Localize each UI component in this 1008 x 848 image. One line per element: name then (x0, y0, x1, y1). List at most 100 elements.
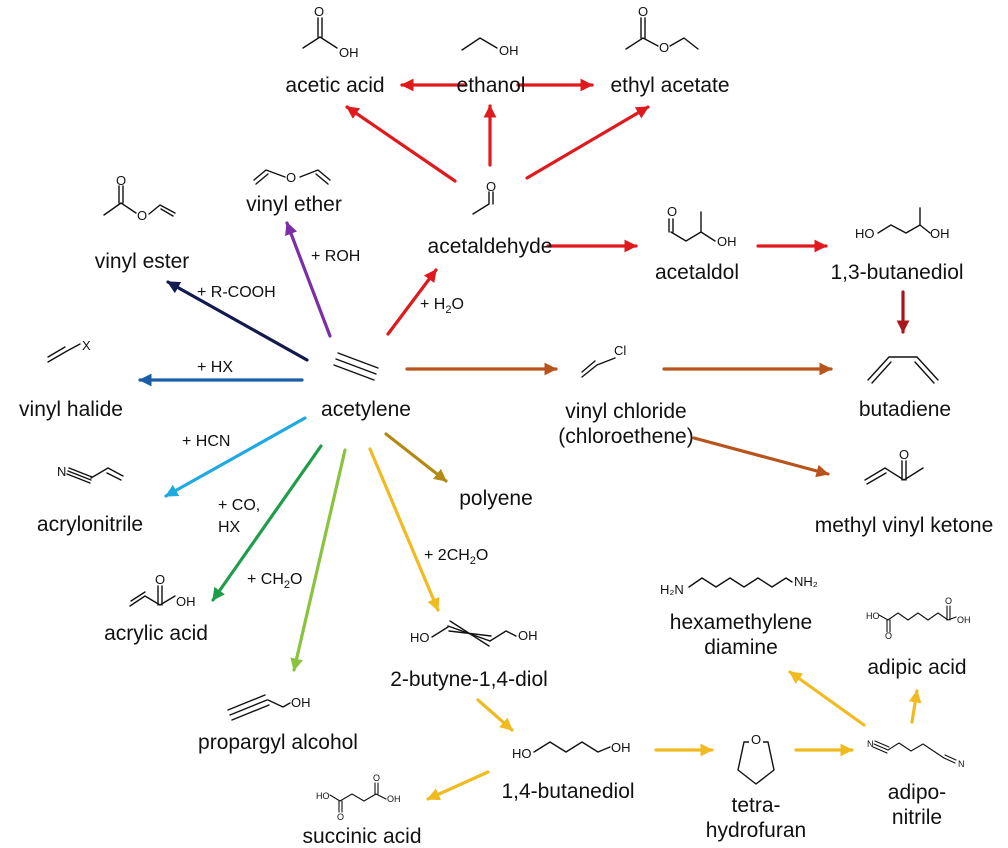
adiponitrile-structure: N N (867, 739, 965, 769)
atom-o: O (751, 732, 761, 747)
arrow-acetylene-to-acetaldehyde (386, 268, 438, 336)
arrow-acetaldehyde-to-ethyl-acetate (525, 105, 650, 180)
reagent-rcooh: + R-COOH (197, 284, 276, 301)
arrow-vinyl-chloride-to-methyl-vinyl-ketone (692, 436, 830, 478)
label-vinyl-halide: vinyl halide (19, 398, 123, 421)
atom-x: X (82, 338, 91, 353)
atom-ho: HO (866, 611, 880, 621)
atom-o: O (373, 773, 380, 783)
label-acetaldehyde: acetaldehyde (428, 235, 553, 258)
label-hydrofuran: hydrofuran (706, 819, 806, 842)
butanediol-14-structure: HO OH (512, 740, 631, 761)
arrow-acetylene-to-acrylonitrile (164, 416, 307, 498)
label-tetra: tetra- (731, 794, 780, 817)
acrylic-acid-structure: O OH (129, 572, 196, 609)
atom-o: O (667, 204, 677, 219)
atom-o: O (116, 173, 126, 188)
reagent-co-hx: HX (218, 519, 241, 536)
atom-nh2: NH₂ (794, 574, 818, 589)
atom-ho: HO (512, 746, 532, 761)
reagent-2ch2o: + 2CH2O (424, 547, 488, 567)
propargyl-alcohol-structure: OH (227, 694, 311, 721)
atom-o: O (659, 40, 669, 55)
atom-o: O (945, 596, 952, 606)
thf-structure: O (737, 731, 775, 785)
atom-o: O (486, 179, 496, 194)
atom-oh: OH (957, 615, 971, 625)
atom-oh: OH (339, 45, 359, 60)
label-diamine: diamine (704, 636, 778, 659)
label-methyl-vinyl-ketone: methyl vinyl ketone (815, 514, 994, 537)
ethanol-structure: OH (461, 37, 519, 58)
label-vinyl-chloride: vinyl chloride (565, 400, 686, 423)
atom-oh: OH (717, 234, 737, 249)
reagent-roh: + ROH (311, 248, 360, 265)
acetylene-structure (333, 352, 379, 381)
label-acetaldol: acetaldol (655, 261, 739, 284)
atom-oh: OH (611, 740, 631, 755)
label-ethanol: ethanol (457, 74, 526, 97)
methyl-vinyl-ketone-structure: O (864, 447, 924, 485)
atom-oh: OH (291, 695, 311, 710)
label-propargyl-alcohol: propargyl alcohol (198, 731, 358, 754)
label-ethyl-acetate: ethyl acetate (610, 74, 729, 97)
arrow-butanediol-14-to-succinic-acid (426, 770, 490, 801)
atom-o: O (155, 572, 165, 587)
arrow-acetylene-to-vinyl-ether (285, 221, 332, 338)
atom-o: O (137, 208, 147, 223)
label-nitrile: nitrile (892, 806, 942, 829)
atom-n: N (867, 739, 874, 749)
arrow-acetylene-to-polyene (384, 432, 448, 483)
arrow-acetylene-to-acrylic-acid (211, 444, 323, 602)
arrow-acetylene-to-butynediol (368, 447, 440, 612)
label-butanediol-13: 1,3-butanediol (830, 261, 963, 284)
atom-ho: HO (410, 630, 430, 645)
atom-n: N (958, 759, 965, 769)
succinic-acid-structure: HO O O OH (316, 773, 401, 822)
atom-oh: OH (518, 628, 538, 643)
atom-o: O (286, 170, 296, 185)
label-succinic-acid: succinic acid (302, 825, 421, 848)
acetic-acid-structure: O OH (302, 4, 359, 60)
label-acrylic-acid: acrylic acid (104, 622, 208, 645)
label-butynediol: 2-butyne-1,4-diol (390, 668, 548, 691)
acetaldehyde-structure: O (472, 179, 496, 215)
reagent-hx: + HX (197, 359, 233, 376)
arrow-butynediol-to-butanediol-14 (476, 698, 514, 732)
adipic-acid-structure: HO O O OH (866, 596, 971, 641)
label-adipo: adipo- (888, 781, 946, 804)
label-acrylonitrile: acrylonitrile (37, 513, 143, 536)
hexamethylene-diamine-structure: H₂N NH₂ (660, 574, 818, 597)
label-adipic-acid: adipic acid (867, 656, 966, 679)
label-polyene: polyene (459, 487, 533, 510)
label-butanediol-14: 1,4-butanediol (501, 780, 634, 803)
atom-o: O (885, 631, 892, 641)
label-acetylene: acetylene (321, 398, 411, 421)
acrylonitrile-structure: N (57, 464, 124, 484)
atom-cl: Cl (614, 343, 626, 358)
label-hexamethylene: hexamethylene (670, 611, 812, 634)
reagent-ch2o: + CH2O (247, 571, 302, 591)
atom-oh: OH (387, 794, 401, 804)
arrow-adiponitrile-to-adipic-acid (908, 689, 922, 724)
butadiene-structure (867, 356, 939, 384)
reagent-hcn: + HCN (182, 433, 230, 450)
label-vinyl-ester: vinyl ester (95, 250, 190, 273)
butynediol-structure: HO OH (410, 620, 538, 647)
arrow-acetylene-to-propargyl-alcohol (290, 448, 347, 672)
arrow-acetaldehyde-to-acetic-acid (345, 105, 457, 183)
atom-oh: OH (499, 43, 519, 58)
atom-oh: OH (930, 226, 950, 241)
vinyl-ether-structure: O (253, 169, 331, 185)
reagent-co: + CO, (218, 497, 260, 514)
atom-n: N (57, 464, 66, 479)
reagent-h2o: + H2O (420, 296, 464, 316)
acetaldol-structure: O OH (667, 204, 737, 249)
atom-o: O (314, 4, 324, 19)
vinyl-halide-structure: X (47, 338, 91, 363)
atom-o: O (899, 447, 909, 462)
arrow-adiponitrile-to-hexamethylene-diamine (788, 670, 866, 727)
atom-oh: OH (176, 594, 196, 609)
label-chloroethene: (chloroethene) (558, 425, 693, 448)
